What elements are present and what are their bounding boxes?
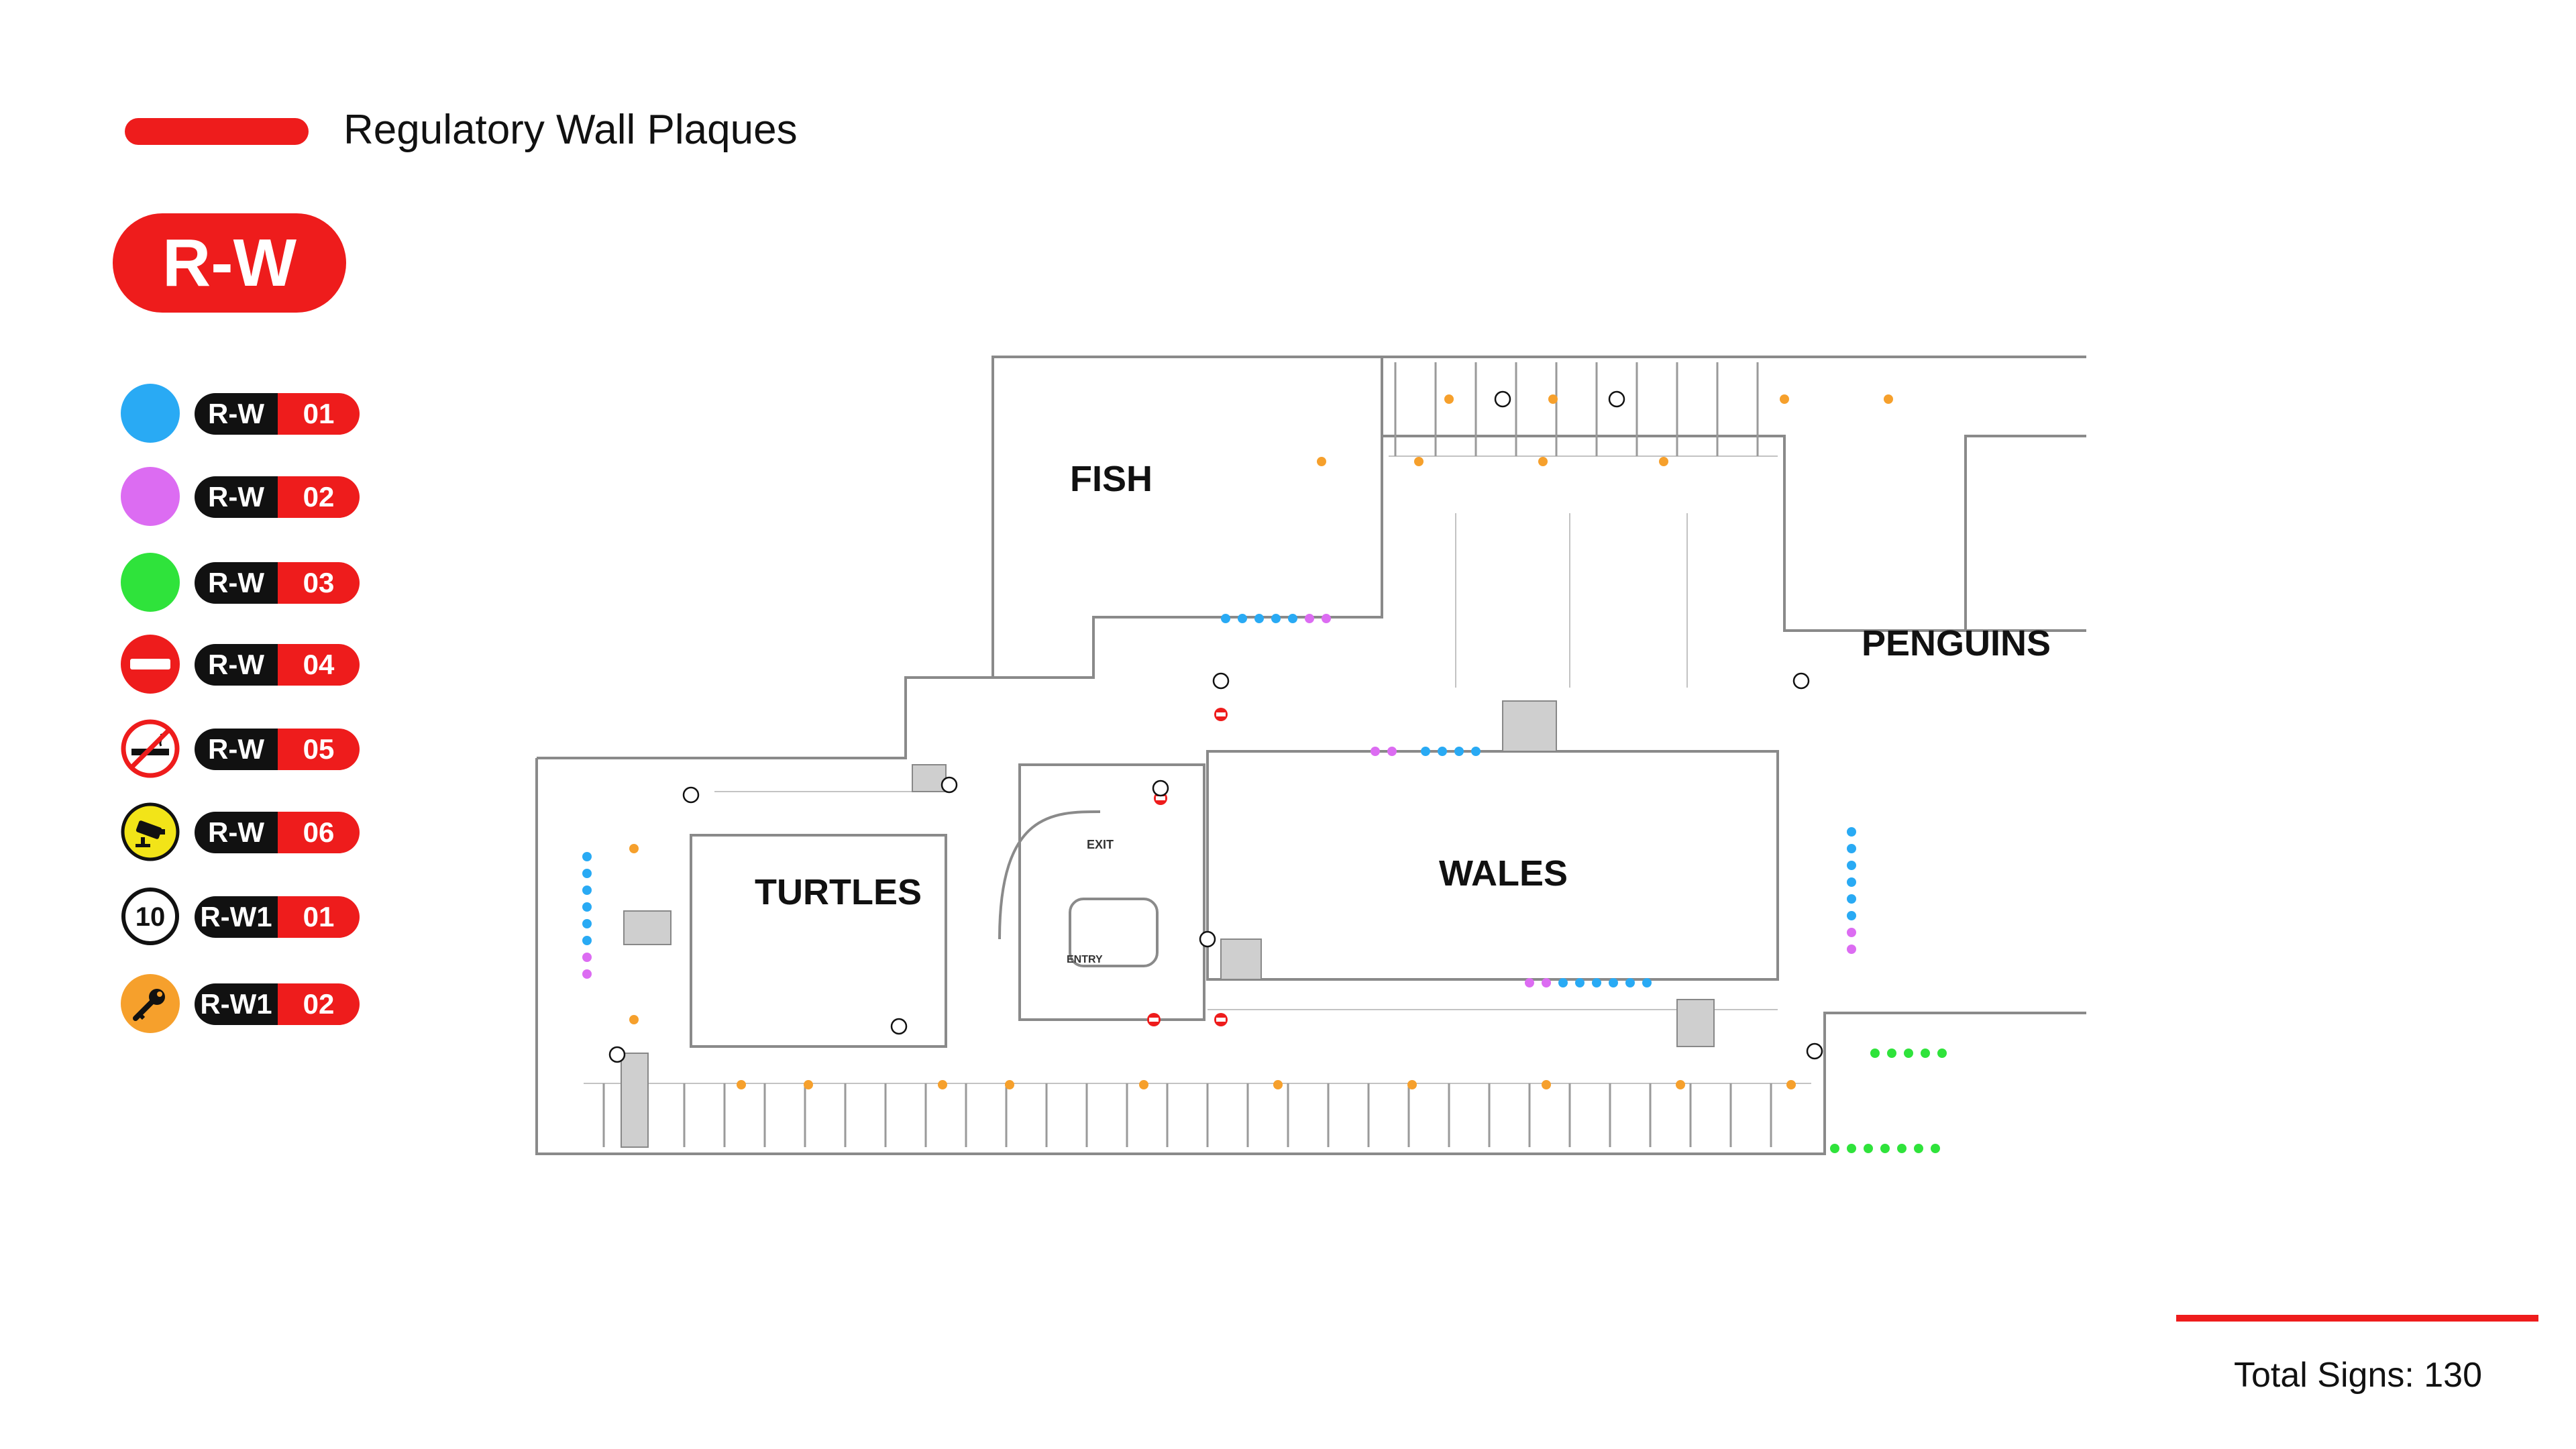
region-label-turtles: TURTLES bbox=[755, 872, 922, 912]
legend-code: R-W bbox=[195, 562, 278, 604]
category-code-badge: R-W bbox=[113, 213, 346, 313]
blue-dot-icon bbox=[121, 384, 180, 443]
parking-stall-lines bbox=[584, 455, 1811, 1084]
green-dot-icon bbox=[121, 553, 180, 612]
legend-item-rw1-02: R-W1 02 bbox=[121, 974, 360, 1033]
cctv-camera-icon bbox=[121, 802, 180, 861]
legend-pill: R-W 04 bbox=[195, 644, 360, 686]
no-smoking-icon bbox=[121, 719, 180, 778]
speed-limit-label: 10 bbox=[136, 902, 166, 932]
region-label-penguins: PENGUINS bbox=[1862, 623, 2051, 663]
legend-number: 06 bbox=[278, 812, 360, 853]
legend-item-rw-03: R-W 03 bbox=[121, 553, 360, 612]
stair-cores bbox=[621, 700, 1715, 1148]
legend-number: 02 bbox=[278, 476, 360, 518]
legend-code: R-W bbox=[195, 729, 278, 770]
floor-plan-map: FISH PENGUINS TURTLES WALES EXIT ENTRY bbox=[535, 356, 2086, 1155]
legend-pill: R-W 01 bbox=[195, 393, 360, 435]
legend-pill: R-W 03 bbox=[195, 562, 360, 604]
purple-dot-icon bbox=[121, 467, 180, 526]
key-icon bbox=[121, 974, 180, 1033]
rw-03-markers bbox=[1830, 1049, 1947, 1153]
region-label-fish: FISH bbox=[1070, 459, 1152, 499]
legend-item-rw-06: R-W 06 bbox=[121, 802, 360, 861]
legend-number: 04 bbox=[278, 644, 360, 686]
legend-code: R-W bbox=[195, 393, 278, 435]
legend-code: R-W bbox=[195, 644, 278, 686]
rw-02-markers bbox=[582, 614, 1856, 987]
exit-ramp bbox=[998, 810, 1101, 940]
ramp-island bbox=[1069, 898, 1159, 967]
rw-w1-02-markers bbox=[629, 394, 1893, 1089]
legend-item-rw1-01: 10 R-W1 01 bbox=[121, 887, 360, 946]
rw-01-markers bbox=[582, 614, 1856, 987]
legend-pill: R-W1 01 bbox=[195, 896, 360, 938]
floor-plan-walls bbox=[535, 356, 2086, 1155]
total-accent-line bbox=[2176, 1315, 2538, 1322]
legend-code: R-W1 bbox=[195, 983, 278, 1025]
legend-item-rw-01: R-W 01 bbox=[121, 384, 360, 443]
rw-w1-01-markers bbox=[608, 390, 1823, 1063]
legend-pill: R-W 06 bbox=[195, 812, 360, 853]
page-title: Regulatory Wall Plaques bbox=[343, 107, 798, 153]
entry-label: ENTRY bbox=[1067, 954, 1103, 965]
legend-number: 01 bbox=[278, 393, 360, 435]
legend-code: R-W1 bbox=[195, 896, 278, 938]
legend-item-rw-02: R-W 02 bbox=[121, 467, 360, 526]
legend-item-rw-05: R-W 05 bbox=[121, 719, 360, 778]
no-entry-icon bbox=[121, 635, 180, 694]
legend-number: 01 bbox=[278, 896, 360, 938]
legend-number: 05 bbox=[278, 729, 360, 770]
region-label-wales: WALES bbox=[1439, 853, 1568, 894]
legend-pill: R-W 02 bbox=[195, 476, 360, 518]
legend-number: 03 bbox=[278, 562, 360, 604]
legend-pill: R-W 05 bbox=[195, 729, 360, 770]
legend-pill: R-W1 02 bbox=[195, 983, 360, 1025]
parking-stalls bbox=[602, 362, 1772, 1147]
legend-code: R-W bbox=[195, 812, 278, 853]
total-signs-count: Total Signs: 130 bbox=[2234, 1356, 2483, 1395]
title-accent-bar bbox=[125, 118, 309, 145]
speed-limit-10-icon: 10 bbox=[121, 887, 180, 946]
legend-item-rw-04: R-W 04 bbox=[121, 635, 360, 694]
legend-number: 02 bbox=[278, 983, 360, 1025]
exit-label: EXIT bbox=[1087, 838, 1114, 851]
legend-code: R-W bbox=[195, 476, 278, 518]
